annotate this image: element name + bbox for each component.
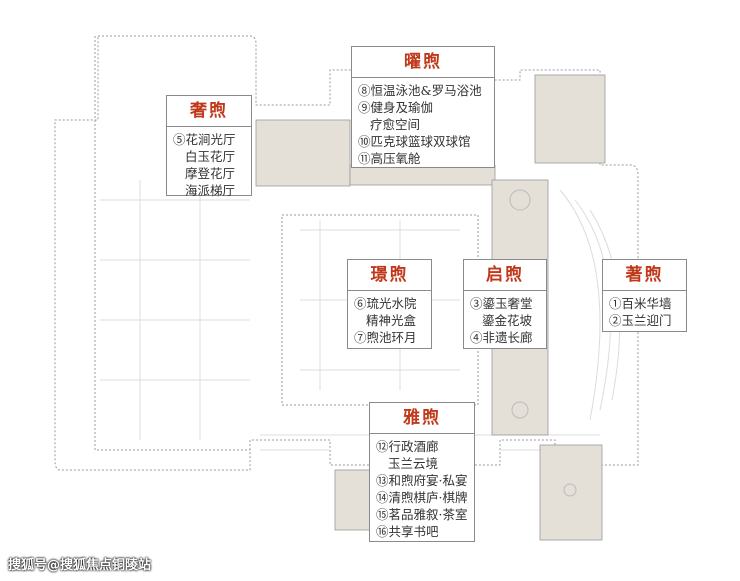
zone-item: ⑭清煦棋庐·棋牌 — [376, 490, 468, 505]
zone-item: ⑨健身及瑜伽 — [358, 100, 434, 115]
watermark: 搜狐号@搜狐焦点铜陵站 — [8, 558, 152, 573]
zone-title-qi: 启煦 — [464, 260, 546, 291]
zone-title-ya: 雅煦 — [370, 403, 474, 434]
inner-boundary — [281, 214, 479, 406]
zone-item: ③鎏玉奢堂 — [470, 296, 533, 311]
zone-card-ya: 雅煦 ⑫行政酒廊 玉兰云境 ⑬和煦府宴·私宴 ⑭清煦棋庐·棋牌 ⑮茗品雅叙·茶室… — [369, 402, 475, 542]
zone-item: ②玉兰迎门 — [609, 313, 672, 328]
fountain-north — [509, 189, 531, 211]
zone-card-yao: 曜煦 ⑧恒温泳池&罗马浴池 ⑨健身及瑜伽 疗愈空间 ⑩匹克球篮球双球馆 ⑪高压氧… — [351, 46, 495, 168]
left-wing-boundary — [94, 36, 250, 451]
east-building-shade — [534, 74, 606, 164]
zone-item: 白玉花厅 — [185, 149, 236, 164]
fountain-south — [511, 401, 529, 419]
zone-title-zhu: 著煦 — [603, 260, 686, 291]
zone-item: 玉兰云境 — [388, 456, 439, 471]
left-garden-lines — [100, 180, 250, 440]
zone-item: ⑫行政酒廊 — [376, 439, 439, 454]
zone-item: 鎏金花坡 — [482, 313, 533, 328]
zone-item: ⑩匹克球篮球双球馆 — [358, 134, 471, 149]
zone-item: ⑮茗品雅叙·茶室 — [376, 507, 468, 522]
zone-item: ⑦煦池环月 — [354, 330, 417, 345]
zone-item: ⑧恒温泳池&罗马浴池 — [358, 83, 482, 98]
zone-item: ⑬和煦府宴·私宴 — [376, 473, 468, 488]
southwest-building-shade — [334, 469, 376, 531]
south-building-shade — [539, 444, 603, 541]
zone-item: ⑤花涧光厅 — [173, 132, 236, 147]
zone-title-yao: 曜煦 — [352, 47, 494, 78]
zone-item: 精神光盒 — [366, 313, 417, 328]
planter-east — [563, 483, 577, 497]
zone-card-zhu: 著煦 ①百米华墙 ②玉兰迎门 — [602, 259, 687, 332]
zone-card-she: 奢煦 ⑤花涧光厅 白玉花厅 摩登花厅 海派梯厅 — [166, 95, 252, 198]
zone-title-she: 奢煦 — [167, 96, 251, 127]
zone-card-qi: 启煦 ③鎏玉奢堂 鎏金花坡 ④非遗长廊 — [463, 259, 547, 349]
zone-item: ⑯共享书吧 — [376, 524, 439, 539]
zone-item: 海派梯厅 — [185, 183, 236, 198]
zone-item: ①百米华墙 — [609, 296, 672, 311]
north-building-shade — [255, 119, 351, 187]
north-corridor-shade — [349, 164, 496, 186]
zone-item: ⑥琉光水院 — [354, 296, 417, 311]
zone-title-jing: 璟煦 — [348, 260, 431, 291]
zone-item: ⑪高压氧舱 — [358, 151, 421, 166]
zone-item: 疗愈空间 — [370, 117, 421, 132]
zone-item: ④非遗长廊 — [470, 330, 533, 345]
zone-card-jing: 璟煦 ⑥琉光水院 精神光盒 ⑦煦池环月 — [347, 259, 432, 349]
zone-item: 摩登花厅 — [185, 166, 236, 181]
outer-boundary — [54, 35, 639, 471]
